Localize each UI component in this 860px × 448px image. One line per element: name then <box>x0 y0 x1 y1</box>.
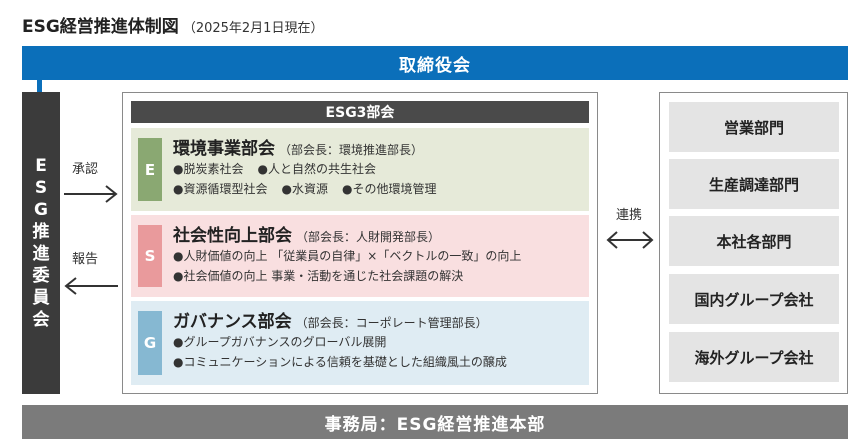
title-date: （2025年2月1日現在） <box>182 21 324 36</box>
approve-label: 承認 <box>72 162 99 177</box>
committee-char: S <box>34 178 48 198</box>
subcommittee-name: 社会性向上部会 <box>173 226 292 246</box>
subcommittee-items: ●グループガバナンスのグローバル展開 ●コミュニケーションによる信頼を基礎とした… <box>173 332 521 372</box>
list-item: ●水資源 <box>281 182 328 196</box>
board-connector <box>37 80 42 92</box>
committee-char: 員 <box>32 288 50 308</box>
subcommittee-chair: （部会長：人財開発部長） <box>296 230 441 244</box>
committee-char: G <box>34 200 48 220</box>
governance-subcommittee: G ガバナンス部会（部会長：コーポレート管理部長） ●グループガバナンスのグロー… <box>131 301 589 385</box>
approve-arrow-icon <box>64 185 118 203</box>
report-label: 報告 <box>72 252 99 267</box>
item-row: ●コミュニケーションによる信頼を基礎とした組織風土の醸成 <box>173 352 521 372</box>
list-item: ●人と自然の共生社会 <box>257 162 376 176</box>
item-row: ●人財価値の向上 「従業員の自律」×「ベクトルの一致」の向上 <box>173 246 535 266</box>
department-box: 生産調達部門 <box>669 159 839 209</box>
board-of-directors-bar: 取締役会 <box>22 46 848 80</box>
report-arrow-icon <box>64 277 118 295</box>
esg-committee-box: E S G 推 進 委 員 会 <box>22 92 60 394</box>
subcommittee-name: ガバナンス部会 <box>173 312 292 332</box>
department-box: 営業部門 <box>669 102 839 152</box>
subcommittee-chair: （部会長：環境推進部長） <box>279 143 424 157</box>
committee-char: 推 <box>32 222 50 242</box>
secretariat-bar: 事務局：ESG経営推進本部 <box>22 405 848 439</box>
committee-char: 委 <box>32 266 50 286</box>
social-subcommittee: S 社会性向上部会 （部会長：人財開発部長） ●人財価値の向上 「従業員の自律」×… <box>131 215 589 297</box>
subcommittee-letter-g: G <box>138 311 162 375</box>
item-row: ●グループガバナンスのグローバル展開 <box>173 332 521 352</box>
list-item: ●人財価値の向上 「従業員の自律」×「ベクトルの一致」の向上 <box>173 249 522 263</box>
subcommittee-letter-s: S <box>138 225 162 287</box>
subcommittee-name: 環境事業部会 <box>173 139 275 159</box>
subcommittee-title: 環境事業部会 （部会長：環境推進部長） <box>173 134 423 159</box>
item-row: ●社会価値の向上 事業・活動を通じた社会課題の解決 <box>173 266 535 286</box>
committee-char: 会 <box>32 310 50 330</box>
page-title: ESG経営推進体制図（2025年2月1日現在） <box>22 12 323 37</box>
list-item: ●資源循環型社会 <box>173 182 268 196</box>
department-box: 本社各部門 <box>669 216 839 266</box>
list-item: ●その他環境管理 <box>341 182 437 196</box>
subcommittee-items: ●脱炭素社会 ●人と自然の共生社会 ●資源循環型社会 ●水資源 ●その他環境管理 <box>173 159 450 199</box>
subcommittee-chair: （部会長：コーポレート管理部長） <box>295 316 488 330</box>
environment-subcommittee: E 環境事業部会 （部会長：環境推進部長） ●脱炭素社会 ●人と自然の共生社会 ●資… <box>131 128 589 211</box>
department-box: 国内グループ会社 <box>669 274 839 324</box>
item-row: ●資源循環型社会 ●水資源 ●その他環境管理 <box>173 179 450 199</box>
subcommittee-letter-e: E <box>138 138 162 201</box>
title-main: ESG経営推進体制図 <box>22 17 179 37</box>
esg3-header: ESG3部会 <box>131 101 589 123</box>
list-item: ●コミュニケーションによる信頼を基礎とした組織風土の醸成 <box>173 355 507 369</box>
link-arrow-icon <box>606 231 654 249</box>
subcommittee-title: 社会性向上部会 （部会長：人財開発部長） <box>173 221 440 246</box>
department-box: 海外グループ会社 <box>669 332 839 382</box>
list-item: ●脱炭素社会 <box>173 162 244 176</box>
item-row: ●脱炭素社会 ●人と自然の共生社会 <box>173 159 450 179</box>
list-item: ●社会価値の向上 事業・活動を通じた社会課題の解決 <box>173 269 464 283</box>
link-label: 連携 <box>615 208 642 223</box>
subcommittee-title: ガバナンス部会（部会長：コーポレート管理部長） <box>173 307 488 332</box>
subcommittee-items: ●人財価値の向上 「従業員の自律」×「ベクトルの一致」の向上 ●社会価値の向上 … <box>173 246 535 286</box>
committee-char: 進 <box>32 244 50 264</box>
committee-char: E <box>35 156 47 176</box>
list-item: ●グループガバナンスのグローバル展開 <box>173 335 387 349</box>
